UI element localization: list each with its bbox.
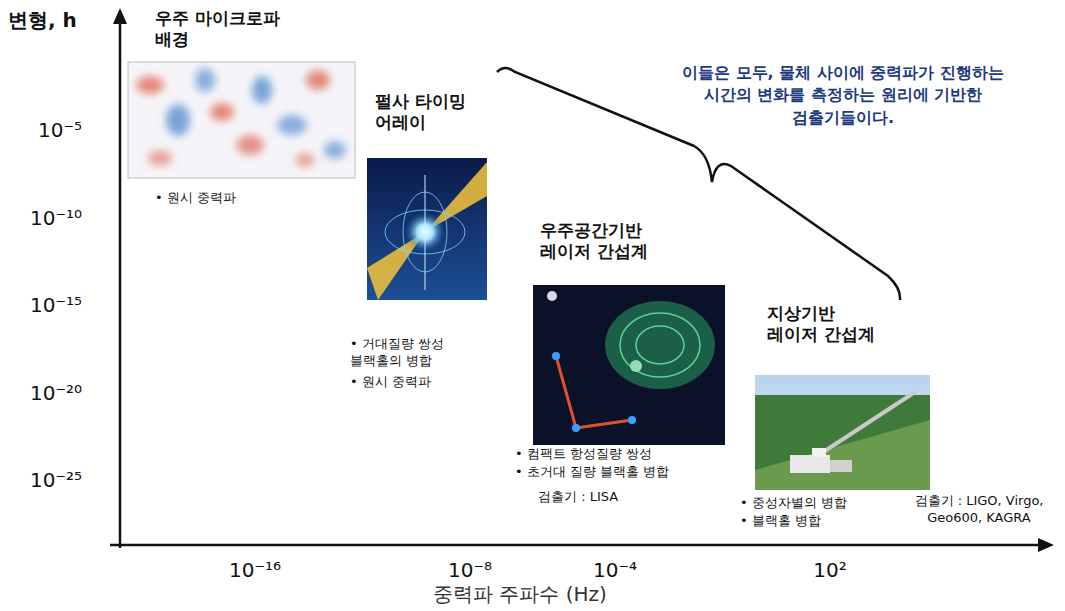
laser-arm [556, 356, 576, 428]
cmb-cold-spot [324, 141, 346, 159]
spacecraft [628, 416, 636, 424]
bullet-item: • 원시 중력파 [350, 374, 490, 391]
ligo-photo [755, 375, 930, 490]
panel-title: 우주 마이크로파 배경 [155, 8, 305, 51]
lisa-image [533, 285, 725, 445]
tick-label: 10⁻¹⁵ [30, 293, 82, 317]
cmb-hot-spot [236, 135, 264, 155]
bullet-item: • 중성자별의 병합 [740, 495, 890, 512]
building [790, 455, 830, 473]
cmb-hot-spot [210, 103, 234, 121]
panel-title: 지상기반 레이저 간섭계 [767, 303, 887, 346]
wave-ring [620, 313, 700, 377]
field [755, 420, 930, 490]
tick-label: 10⁻²⁵ [30, 468, 82, 492]
tick-label: 10⁻¹⁶ [215, 558, 295, 582]
x-axis-arrow [1038, 538, 1054, 552]
x-axis [110, 544, 1040, 547]
axis-title: 변형, h [8, 8, 77, 32]
tick-label: 10⁻¹⁰ [30, 206, 82, 230]
cmb-hot-spot [295, 153, 315, 167]
building [830, 460, 852, 472]
cmb-cold-spot [252, 76, 272, 104]
cmb-hot-spot [306, 70, 330, 90]
detector-list: 검출기 : LIGO, Virgo, Geo600, KAGRA [905, 493, 1053, 527]
wave-field [605, 301, 715, 389]
callout-note: 이들은 모두, 물체 사이에 중력파가 진행하는 시간의 변화를 측정하는 원리… [668, 62, 1018, 129]
bullet-item: • 초거대 질량 블랙홀 병합 [515, 464, 725, 481]
tick-label: 10² [790, 558, 870, 582]
bullet-item: • 컴팩트 항성질량 쌍성 [515, 446, 725, 463]
star [547, 291, 557, 301]
rotation-axis [425, 175, 426, 290]
cmb-cold-spot [195, 68, 215, 92]
y-axis [119, 22, 122, 548]
tick-label: 10⁻²⁰ [30, 381, 82, 405]
panel-title: 우주공간기반 레이저 간섭계 [540, 220, 690, 263]
panel-title: 펄사 타이밍 어레이 [375, 91, 493, 134]
laser-arm [576, 420, 632, 428]
cmb-map [128, 62, 355, 178]
bullet-item: • 거대질량 쌍성 블랙홀의 병합 [350, 336, 490, 370]
y-axis-arrow [113, 8, 127, 24]
cmb-hot-spot [148, 150, 172, 166]
detector-list: 검출기 : LISA [538, 489, 688, 506]
pulsar-image [367, 158, 487, 300]
wave-ring [636, 326, 684, 364]
bullet-item: • 원시 중력파 [155, 190, 305, 207]
building [812, 448, 826, 457]
cmb-cold-spot [277, 115, 307, 135]
bullet-item: • 블랙홀 병합 [740, 513, 890, 530]
detector-arm [808, 392, 915, 462]
cmb-cold-spot [166, 104, 190, 136]
tick-label: 10⁻⁵ [38, 118, 82, 142]
spacecraft [552, 352, 560, 360]
tick-label: 10⁻⁴ [575, 558, 655, 582]
spacecraft [572, 424, 580, 432]
cmb-hot-spot [136, 76, 164, 94]
axis-title: 중력파 주파수 (Hz) [390, 582, 650, 606]
cmb-blobs [136, 68, 346, 167]
forest [755, 395, 930, 490]
tick-label: 10⁻⁸ [430, 558, 510, 582]
